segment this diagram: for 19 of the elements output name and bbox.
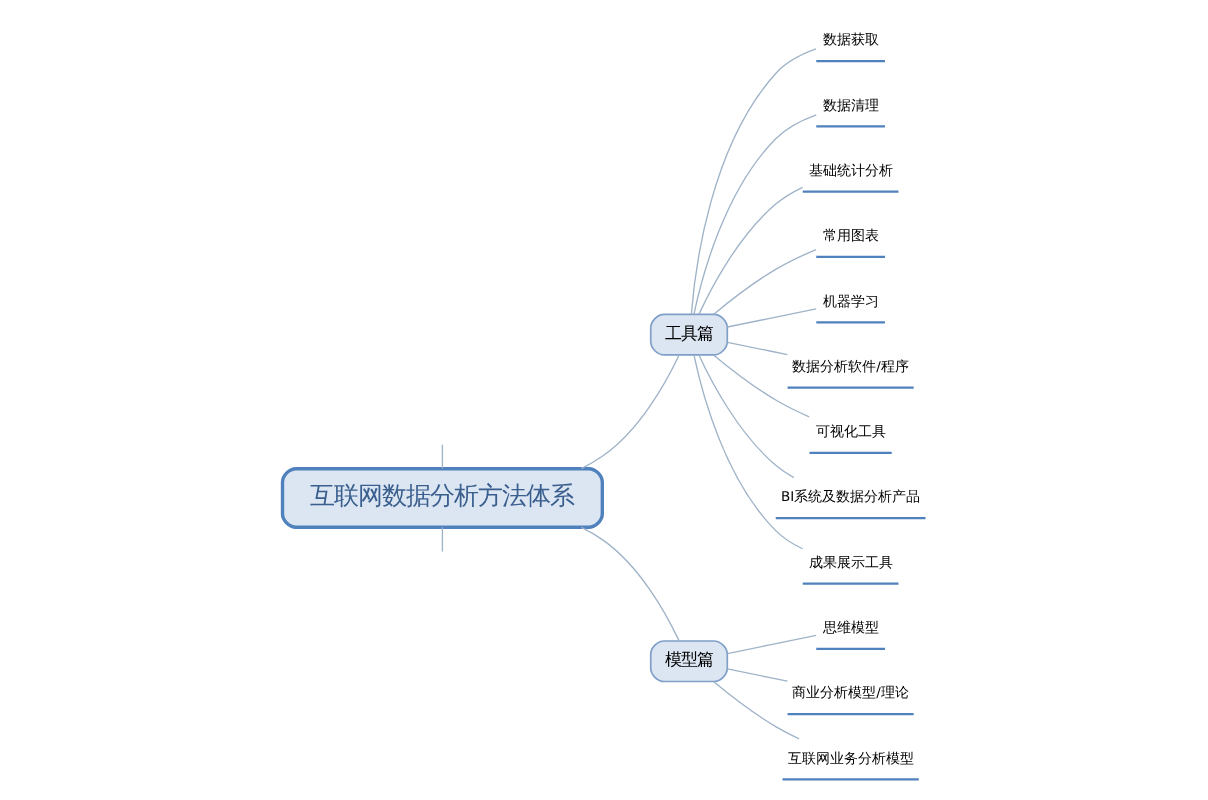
connector bbox=[726, 668, 789, 682]
node-box: 工具篇 bbox=[649, 313, 729, 356]
connector bbox=[726, 341, 789, 356]
connector bbox=[713, 681, 800, 740]
node-box: 模型篇 bbox=[649, 640, 729, 683]
connector bbox=[580, 526, 680, 642]
connector bbox=[713, 248, 817, 315]
connector bbox=[698, 186, 804, 316]
connector bbox=[693, 114, 817, 315]
connector bbox=[698, 354, 795, 479]
connector bbox=[726, 308, 817, 328]
connector bbox=[580, 354, 680, 470]
connector bbox=[693, 354, 804, 550]
connector bbox=[726, 634, 817, 655]
connector bbox=[713, 354, 810, 418]
connector bbox=[690, 48, 817, 315]
node-box: 互联网数据分析方法体系 bbox=[280, 467, 604, 529]
connector bbox=[441, 526, 444, 553]
connector bbox=[441, 444, 444, 470]
